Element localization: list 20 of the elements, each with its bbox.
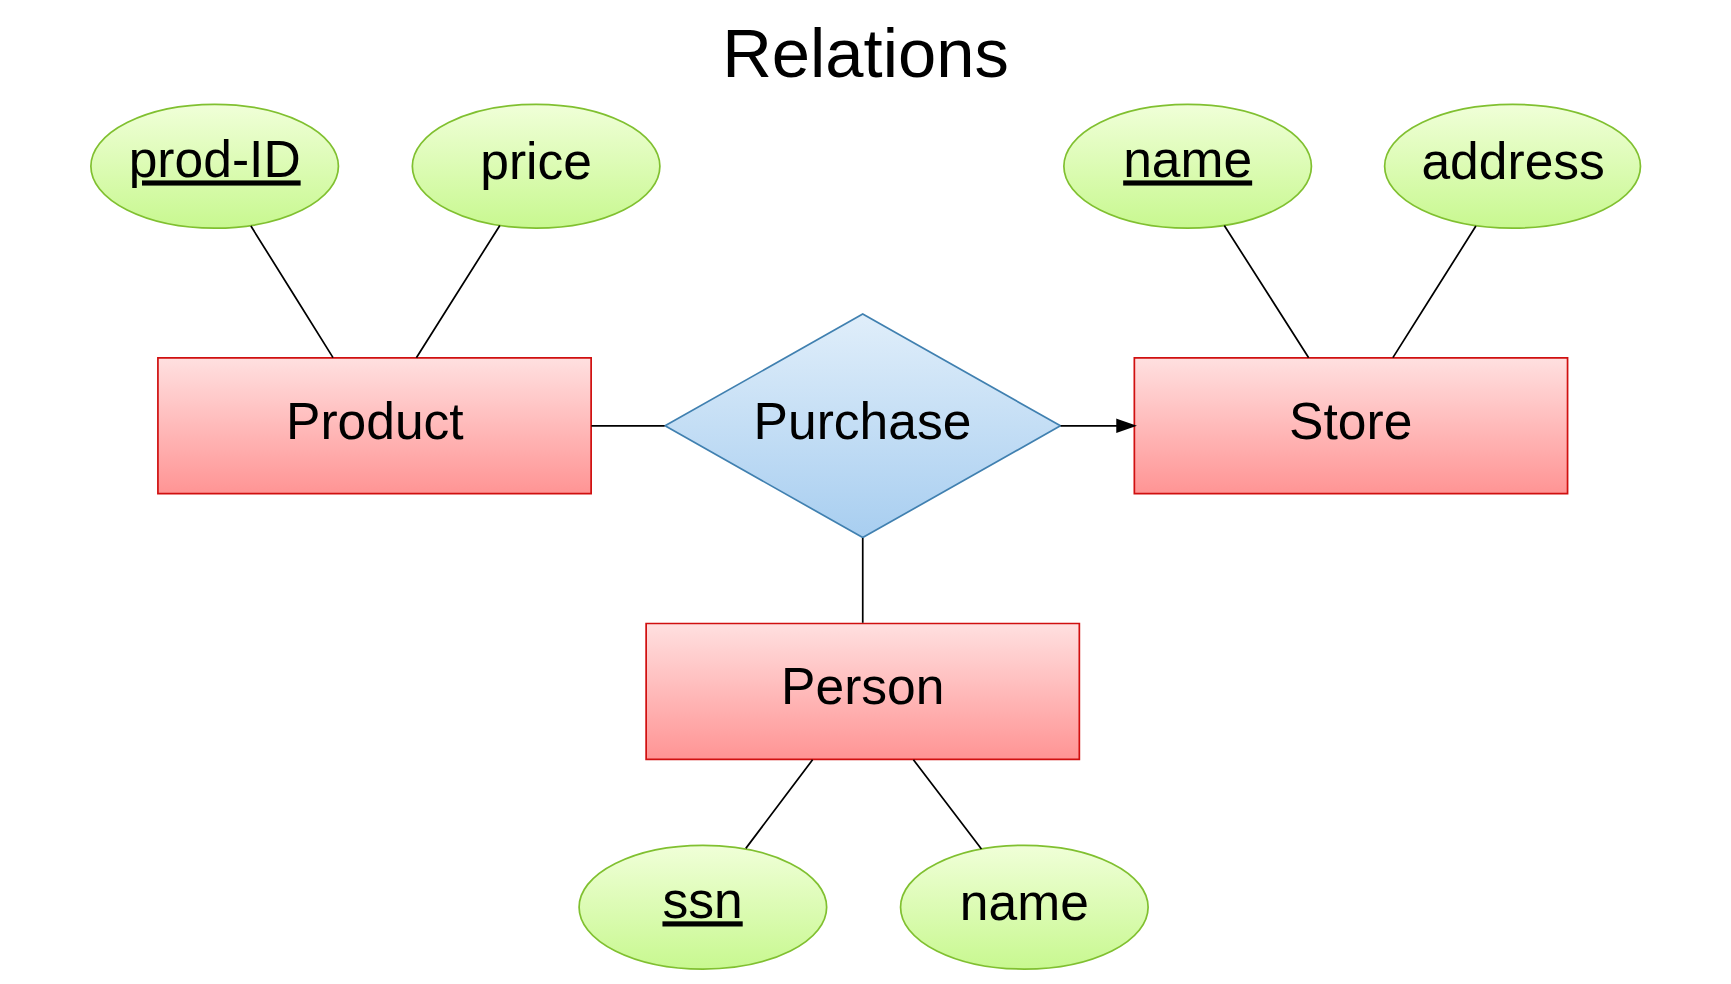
node-ellipse: address [1383,103,1642,229]
connector [912,758,983,850]
node-ellipse: price [411,103,661,229]
node-box: Store [1133,357,1569,495]
diagram-title: Relations [722,14,1009,92]
connector [1223,224,1310,359]
node-ellipse: prod-ID [90,103,340,229]
node-ellipse: name [899,844,1149,970]
node-ellipse: ssn [578,844,828,970]
connector [1392,225,1477,359]
connector [250,225,334,359]
arrow [1059,418,1137,434]
node-box: Person [645,622,1081,761]
node-box: Product [157,357,592,495]
node-diamond: Purchase [663,313,1063,539]
connector [415,224,501,359]
connector [861,537,864,624]
connector [744,758,814,850]
connector [590,424,666,427]
node-ellipse: name [1063,103,1313,229]
